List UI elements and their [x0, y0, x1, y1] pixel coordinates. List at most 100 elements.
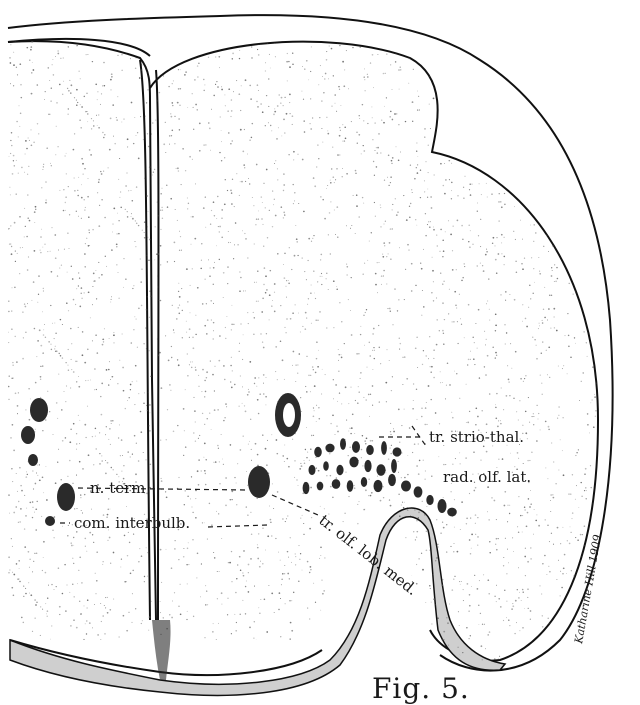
stipple-dot — [413, 531, 414, 532]
stipple-dot — [316, 167, 317, 168]
stipple-dot — [187, 353, 188, 354]
stipple-dot — [205, 279, 206, 280]
stipple-dot — [585, 487, 586, 488]
stipple-dot — [305, 312, 307, 314]
stipple-dot — [283, 217, 284, 218]
stipple-dot — [230, 499, 231, 500]
stipple-dot — [84, 266, 85, 267]
stipple-dot — [557, 418, 558, 419]
stipple-dot — [336, 206, 338, 208]
stipple-dot — [33, 41, 34, 42]
stipple-dot — [35, 529, 37, 531]
stipple-dot — [21, 97, 22, 98]
stipple-dot — [258, 413, 260, 415]
stipple-dot — [200, 597, 201, 598]
stipple-dot — [533, 268, 534, 269]
stipple-dot — [443, 281, 444, 282]
stipple-dot — [11, 378, 13, 380]
stipple-dot — [575, 217, 576, 218]
radiation-mark — [332, 479, 341, 489]
stipple-dot — [452, 417, 454, 419]
stipple-dot — [461, 157, 462, 158]
stipple-dot — [71, 369, 72, 370]
stipple-dot — [284, 97, 285, 98]
stipple-dot — [469, 183, 470, 184]
stipple-dot — [188, 36, 189, 37]
stipple-dot — [271, 535, 272, 536]
stipple-dot — [207, 418, 208, 419]
stipple-dot — [68, 90, 70, 92]
stipple-dot — [530, 225, 531, 226]
stipple-dot — [469, 246, 471, 248]
stipple-dot — [450, 491, 451, 492]
stipple-dot — [72, 524, 73, 525]
stipple-dot — [416, 225, 417, 226]
stipple-dot — [258, 659, 259, 660]
stipple-dot — [416, 419, 417, 420]
stipple-dot — [151, 640, 152, 641]
stipple-dot — [167, 261, 168, 262]
stipple-dot — [554, 281, 555, 282]
stipple-dot — [331, 31, 333, 33]
stipple-dot — [500, 201, 501, 202]
stipple-dot — [500, 62, 501, 63]
stipple-dot — [277, 379, 278, 380]
stipple-dot — [219, 231, 220, 232]
stipple-dot — [544, 287, 545, 288]
stipple-dot — [403, 507, 405, 509]
stipple-dot — [247, 514, 249, 516]
stipple-dot — [210, 150, 211, 151]
stipple-dot — [300, 331, 301, 332]
stipple-dot — [98, 277, 100, 279]
stipple-dot — [592, 293, 593, 294]
stipple-dot — [42, 247, 43, 248]
stipple-dot — [19, 105, 20, 106]
stipple-dot — [521, 263, 522, 264]
stipple-dot — [251, 460, 252, 461]
stipple-dot — [360, 326, 361, 327]
stipple-dot — [403, 647, 404, 648]
stipple-dot — [150, 464, 151, 465]
stipple-dot — [447, 97, 449, 99]
stipple-dot — [204, 443, 206, 445]
stipple-dot — [430, 654, 431, 655]
stipple-dot — [97, 99, 98, 100]
stipple-dot — [285, 327, 286, 328]
stipple-dot — [135, 608, 136, 609]
stipple-dot — [477, 536, 479, 538]
stipple-dot — [141, 268, 142, 269]
stipple-dot — [86, 633, 87, 634]
stipple-dot — [282, 455, 283, 456]
stipple-dot — [79, 277, 80, 278]
stipple-dot — [219, 461, 220, 462]
stipple-dot — [266, 95, 267, 96]
stipple-dot — [597, 613, 598, 614]
stipple-dot — [215, 366, 216, 367]
stipple-dot — [499, 56, 501, 58]
stipple-dot — [517, 452, 519, 454]
stipple-dot — [423, 249, 424, 250]
stipple-dot — [383, 223, 384, 224]
stipple-dot — [451, 61, 453, 63]
stipple-dot — [592, 400, 593, 401]
stipple-dot — [68, 310, 69, 311]
stipple-dot — [366, 657, 367, 658]
stipple-dot — [314, 635, 315, 636]
stipple-dot — [332, 37, 333, 38]
stipple-dot — [390, 259, 391, 260]
stipple-dot — [236, 578, 237, 579]
stipple-dot — [440, 382, 441, 383]
stipple-dot — [40, 366, 41, 367]
stipple-dot — [304, 68, 305, 69]
stipple-dot — [301, 411, 302, 412]
stipple-dot — [57, 275, 58, 276]
stipple-dot — [521, 124, 522, 125]
stipple-dot — [486, 172, 487, 173]
stipple-dot — [477, 416, 479, 418]
stipple-dot — [199, 435, 200, 436]
stipple-dot — [390, 434, 391, 435]
stipple-dot — [55, 56, 56, 57]
stipple-dot — [99, 432, 100, 433]
stipple-dot — [338, 349, 339, 350]
stipple-dot — [265, 448, 267, 450]
